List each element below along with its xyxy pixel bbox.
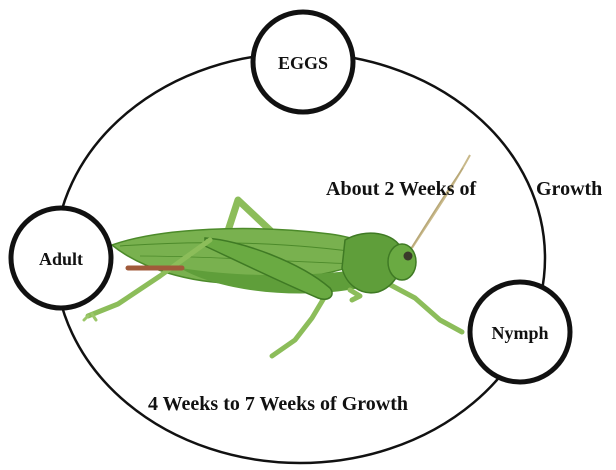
- transition-label-eggs-to-nymph-part1: About 2 Weeks of: [326, 178, 477, 200]
- stage-eggs: EGGS: [253, 12, 353, 112]
- stage-label-adult: Adult: [39, 249, 83, 269]
- grasshopper-head: [388, 244, 416, 280]
- grasshopper-middle-leg-near: [350, 290, 360, 300]
- stage-label-nymph: Nymph: [491, 323, 548, 343]
- transition-label-eggs-to-nymph-part2: Growth: [536, 178, 602, 200]
- grasshopper-eye: [404, 252, 413, 261]
- stage-adult: Adult: [11, 208, 111, 308]
- transition-label-nymph-to-adult: 4 Weeks to 7 Weeks of Growth: [148, 393, 408, 415]
- stage-label-eggs: EGGS: [278, 53, 328, 73]
- grasshopper-front-leg: [385, 282, 462, 332]
- stage-nymph: Nymph: [470, 282, 570, 382]
